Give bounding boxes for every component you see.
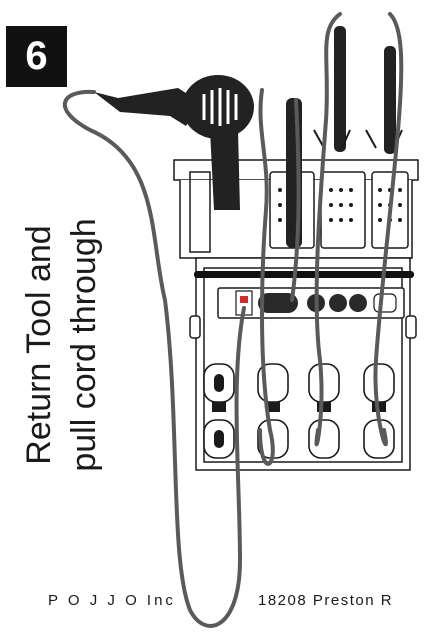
company-address: 18208 Preston R [258,592,393,609]
cord-bar [194,271,414,278]
power-strip [218,288,404,318]
hair-dryer-icon [94,75,254,210]
company-name: P O J J O Inc [48,592,176,609]
